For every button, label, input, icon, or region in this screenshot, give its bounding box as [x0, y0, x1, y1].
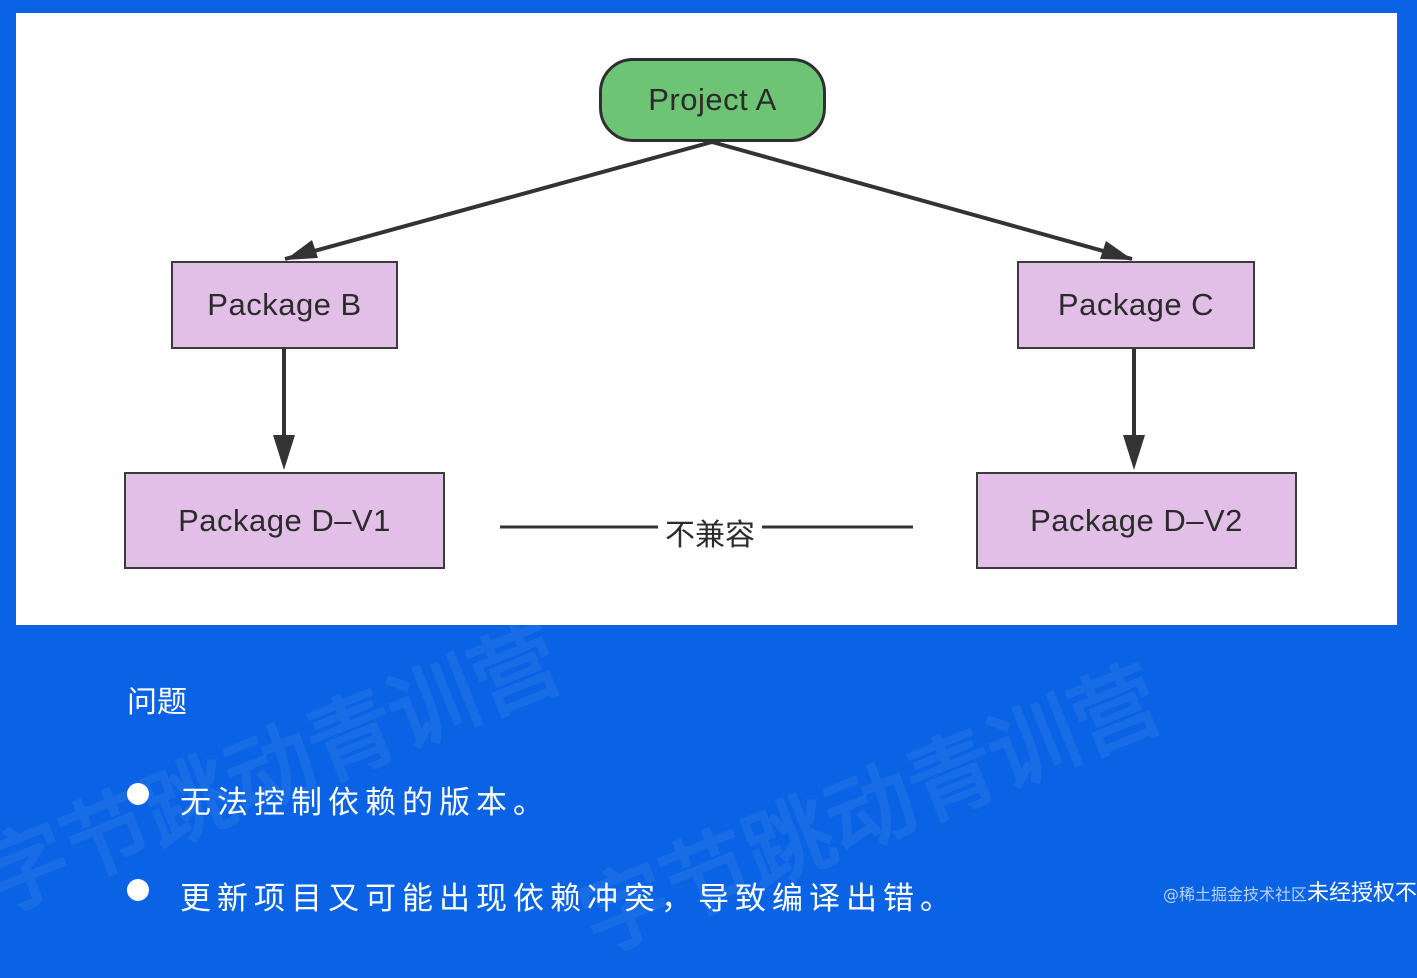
node-project-a: Project A — [599, 58, 826, 142]
node-label: Project A — [648, 82, 777, 117]
node-label: Package D–V2 — [1030, 502, 1243, 538]
diagram-edges — [273, 140, 1145, 529]
arrowhead-package-c — [1100, 241, 1133, 260]
node-label: Package D–V1 — [178, 502, 391, 538]
problem-item: 无法控制依赖的版本。 — [180, 785, 550, 821]
node-package-c: Package C — [1017, 261, 1255, 349]
node-label: Package C — [1057, 287, 1215, 322]
footer-note: 未经授权不 — [1306, 881, 1417, 906]
dependency-diagram: Project A Package B Package C Package D–… — [16, 13, 1397, 625]
bullet-icon — [127, 879, 149, 901]
node-package-d-v2: Package D–V2 — [976, 472, 1297, 569]
problem-item: 更新项目又可能出现依赖冲突，导致编译出错。 — [180, 881, 957, 917]
node-label: Package B — [207, 287, 362, 322]
bullet-icon — [127, 783, 149, 805]
edge-project-to-package-c — [711, 140, 1133, 261]
arrowhead-d-v1 — [273, 435, 295, 470]
node-package-b: Package B — [171, 261, 398, 349]
edge-project-to-package-b — [284, 140, 713, 261]
footer-credit: @稀土掘金技术社区未经授权不 — [1163, 875, 1417, 907]
problems-title: 问题 — [127, 685, 187, 720]
arrowhead-package-b — [285, 240, 318, 260]
arrowhead-d-v2 — [1123, 435, 1145, 470]
conflict-label: 不兼容 — [665, 518, 755, 553]
node-package-d-v1: Package D–V1 — [124, 472, 445, 569]
footer-source: @稀土掘金技术社区 — [1162, 885, 1307, 904]
problems-section: 问题 无法控制依赖的版本。 更新项目又可能出现依赖冲突，导致编译出错。 @稀土掘… — [0, 625, 1417, 926]
